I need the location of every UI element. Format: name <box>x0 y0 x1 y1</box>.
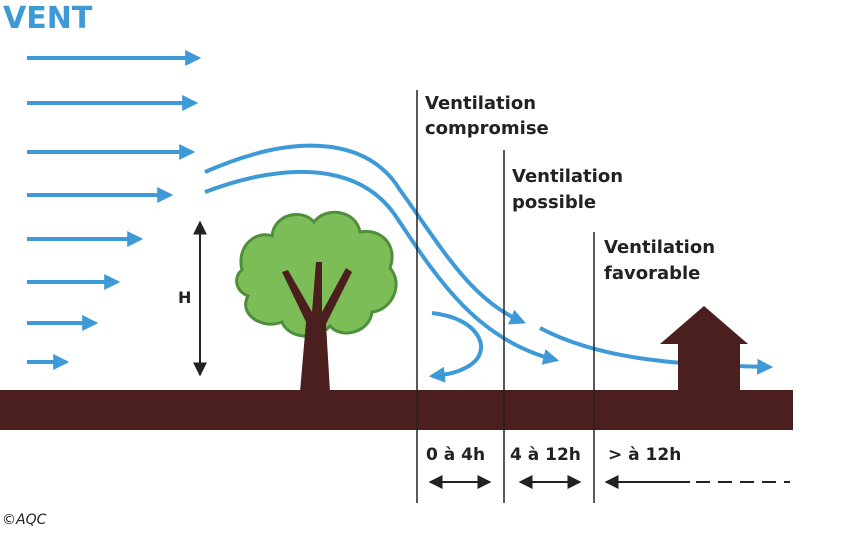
credit: ©AQC <box>2 512 47 528</box>
tree-trunk <box>282 262 352 392</box>
diagram-title: VENT <box>3 1 93 36</box>
eddy-arrow <box>428 311 483 383</box>
wind-arrows <box>27 50 202 370</box>
zone-dividers <box>416 90 595 503</box>
zone-1-label-line2: compromise <box>425 118 549 139</box>
zone-1-duration: 0 à 4h <box>426 445 485 465</box>
tree <box>235 210 398 392</box>
height-label: H <box>178 288 191 307</box>
zone-3-duration: > à 12h <box>608 445 681 465</box>
zone-3-label-line2: favorable <box>604 263 700 284</box>
zone-2-label-line1: Ventilation <box>512 166 623 187</box>
upper-flow-arrow <box>204 143 526 325</box>
ground <box>0 390 793 430</box>
zone-2-duration: 4 à 12h <box>510 445 581 465</box>
zone-3-label-line1: Ventilation <box>604 237 715 258</box>
lower-flow-arrow <box>204 169 560 365</box>
zone-2-label-line2: possible <box>512 192 596 213</box>
house <box>660 306 748 392</box>
zone-1-label-line1: Ventilation <box>425 93 536 114</box>
